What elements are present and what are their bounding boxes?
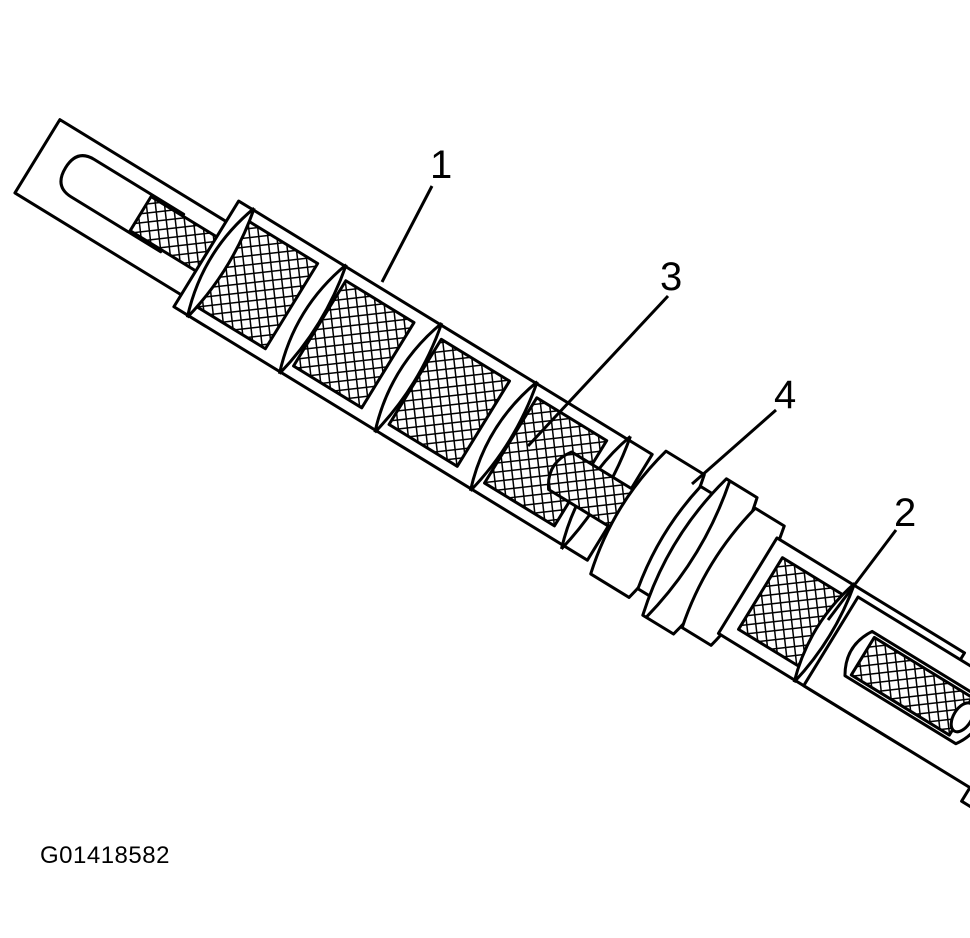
leader-line-2 [826, 529, 898, 621]
outlet-rib [792, 582, 857, 684]
outlet-tube-end [949, 701, 970, 734]
leader-lines [380, 185, 898, 621]
callout-1: 1 [430, 143, 452, 187]
leader-line-4 [691, 408, 777, 486]
callout-3: 3 [660, 255, 682, 299]
callout-2: 2 [894, 491, 916, 535]
figure-id: G01418582 [40, 842, 170, 869]
leader-line-1 [380, 185, 434, 283]
support-ribs [185, 207, 632, 550]
leader-line-3 [526, 294, 670, 448]
callout-4: 4 [774, 373, 796, 417]
